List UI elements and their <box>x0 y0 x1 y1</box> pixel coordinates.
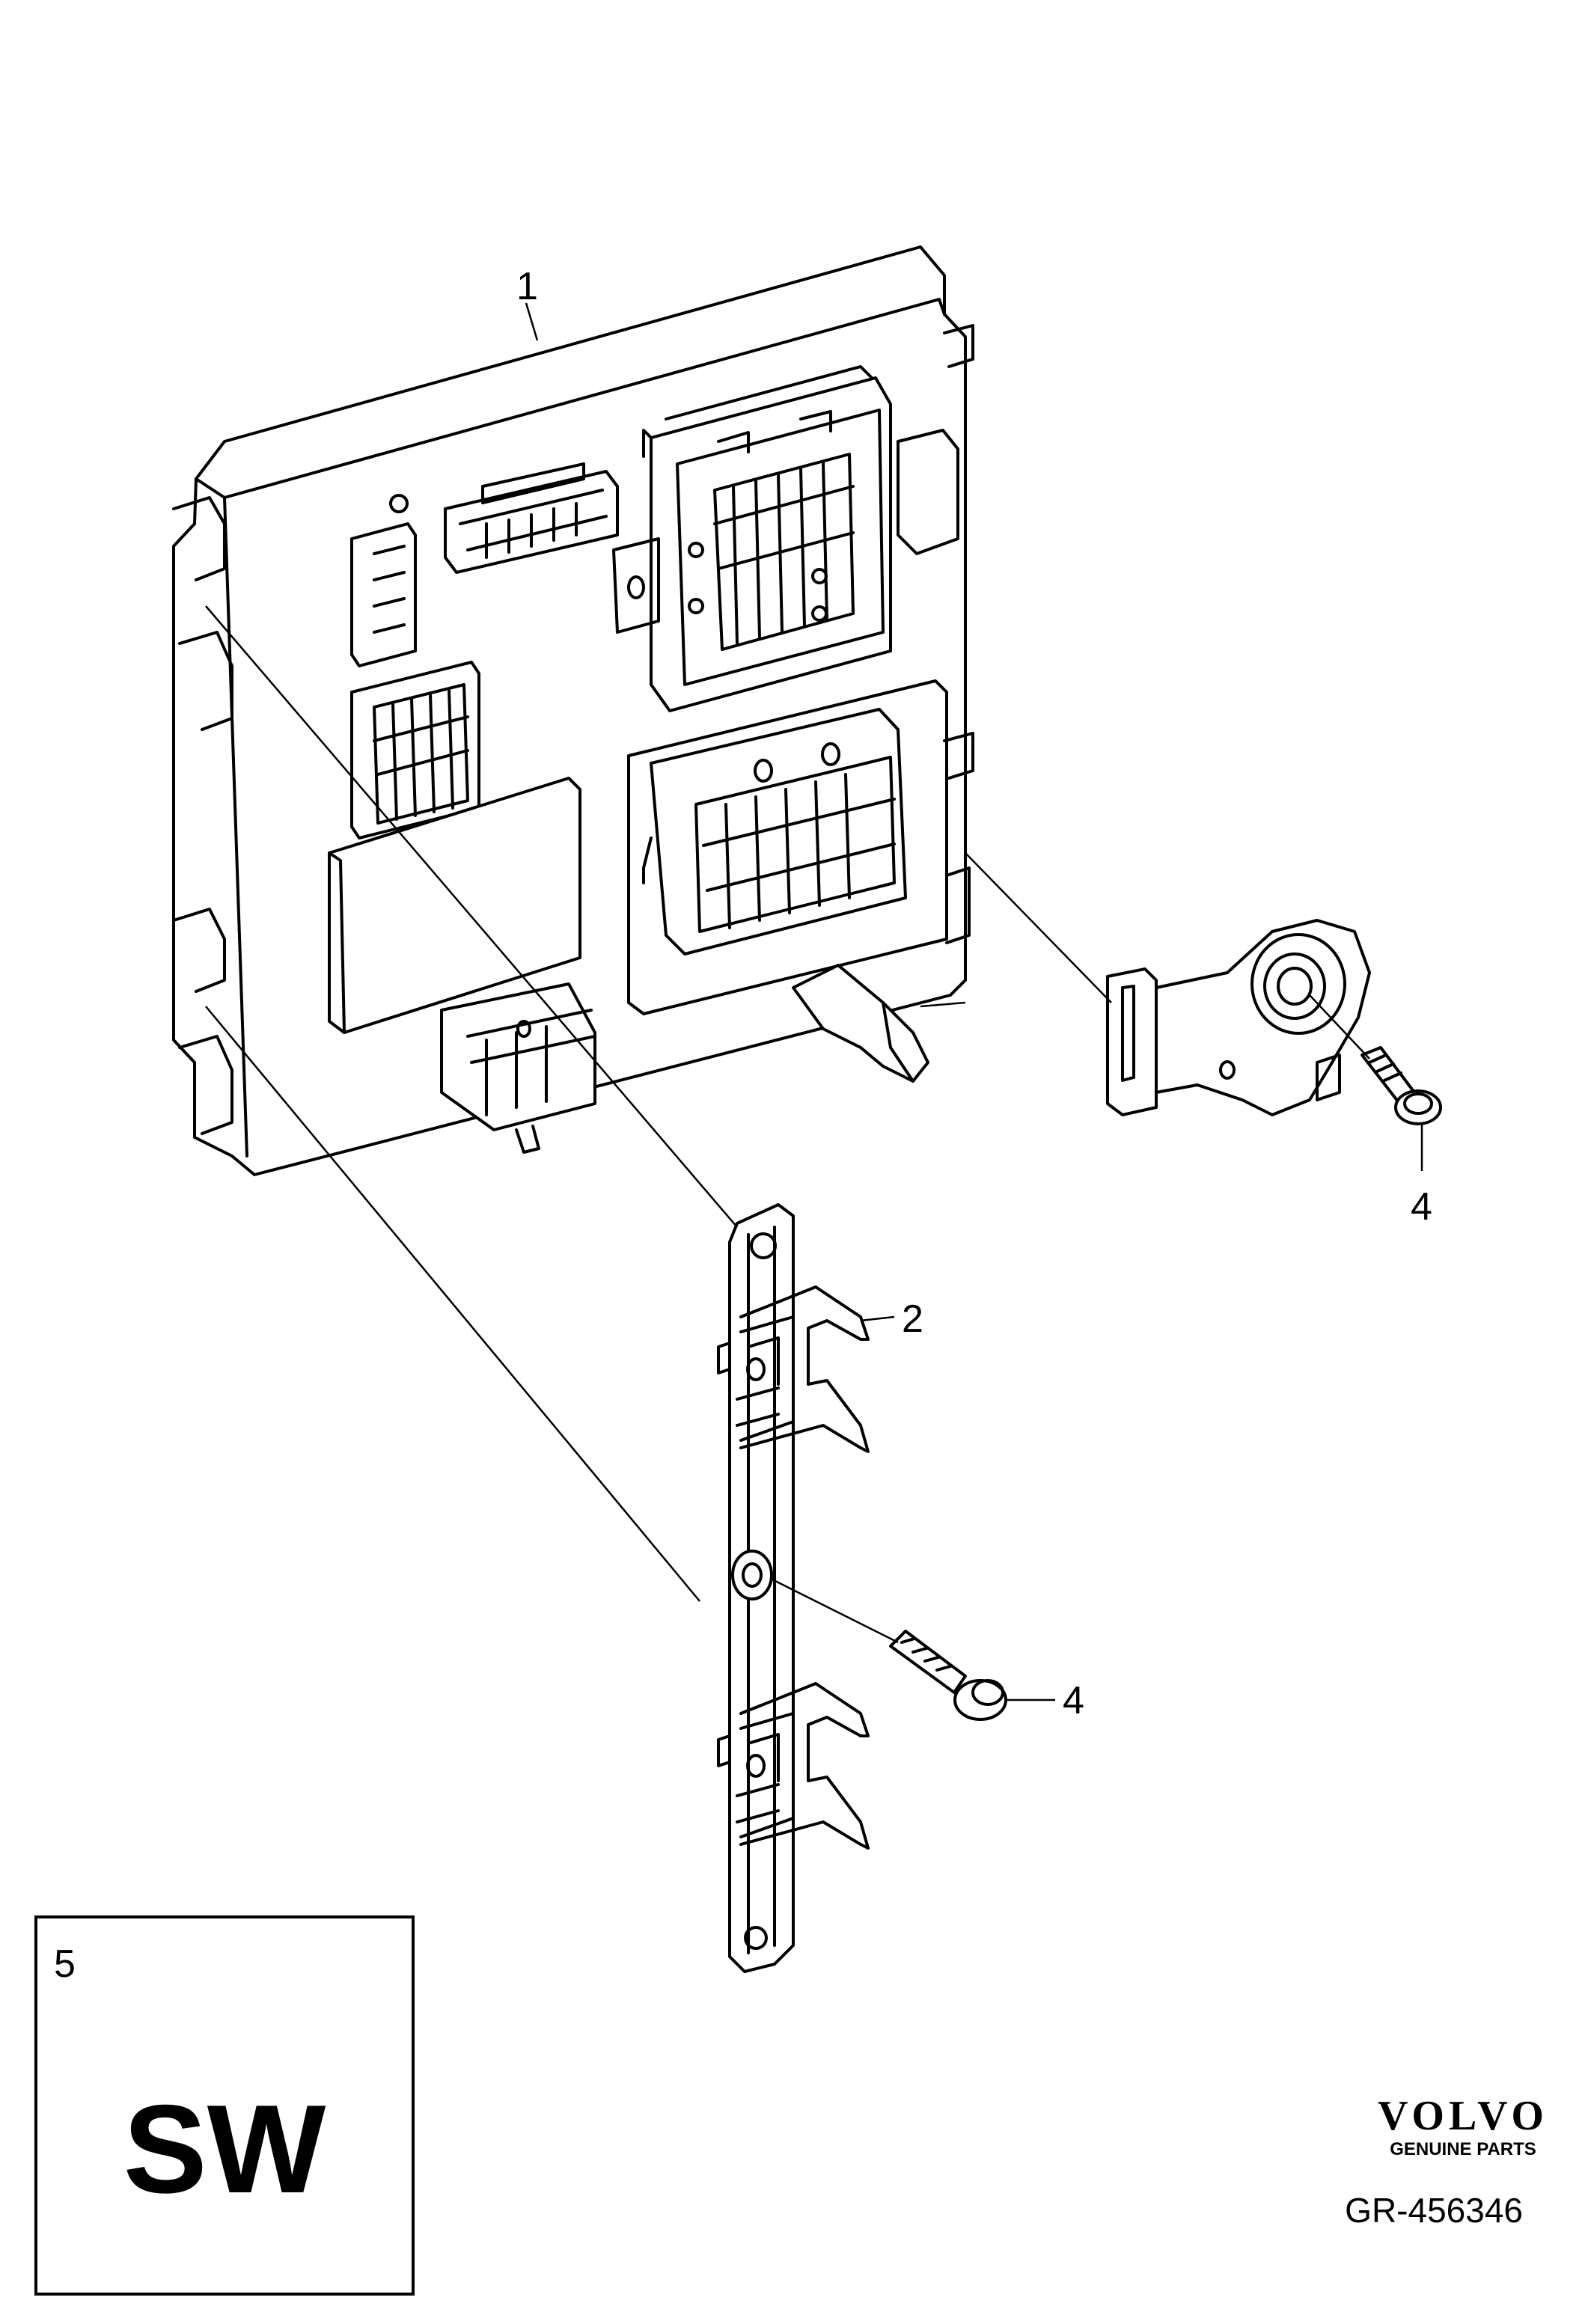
bottom-connector <box>440 982 596 1154</box>
mid-left-connector <box>350 661 480 840</box>
leader-part-2 <box>860 1315 895 1322</box>
upper-main-connector <box>612 365 959 712</box>
brand-logo-subtitle: GENUINE PARTS <box>1390 2139 1536 2159</box>
central-module <box>172 245 974 1176</box>
callout-part-2: 2 <box>902 1297 923 1341</box>
sw-variant-box: 5 SW <box>34 1915 415 2296</box>
sw-box-number: 5 <box>54 1942 76 1986</box>
leader-holder <box>920 1001 966 1008</box>
assembly-line-screw-lower <box>770 1577 899 1644</box>
reference-code: GR-456346 <box>1345 2191 1523 2230</box>
leader-part-1 <box>525 302 539 341</box>
top-small-connector <box>444 462 619 574</box>
cable-plug <box>792 964 929 1083</box>
assembly-line-upper <box>205 605 738 1228</box>
brand-logo: VOLVO <box>1378 2093 1548 2139</box>
assembly-line-holder <box>965 852 1112 1003</box>
assembly-line-screw-upper <box>1309 994 1370 1059</box>
lower-main-connector <box>627 679 948 1015</box>
bracket-rail <box>717 1203 870 1973</box>
screw-upper <box>1361 1046 1442 1125</box>
screw-lower <box>889 1630 1007 1721</box>
callout-part-1: 1 <box>516 265 538 308</box>
callout-part-4-lower: 4 <box>1063 1679 1084 1722</box>
sw-box-code: SW <box>123 2079 326 2219</box>
left-upper-connector <box>350 522 417 667</box>
assembly-line-lower <box>205 1006 700 1602</box>
callout-part-4-upper: 4 <box>1411 1185 1432 1229</box>
